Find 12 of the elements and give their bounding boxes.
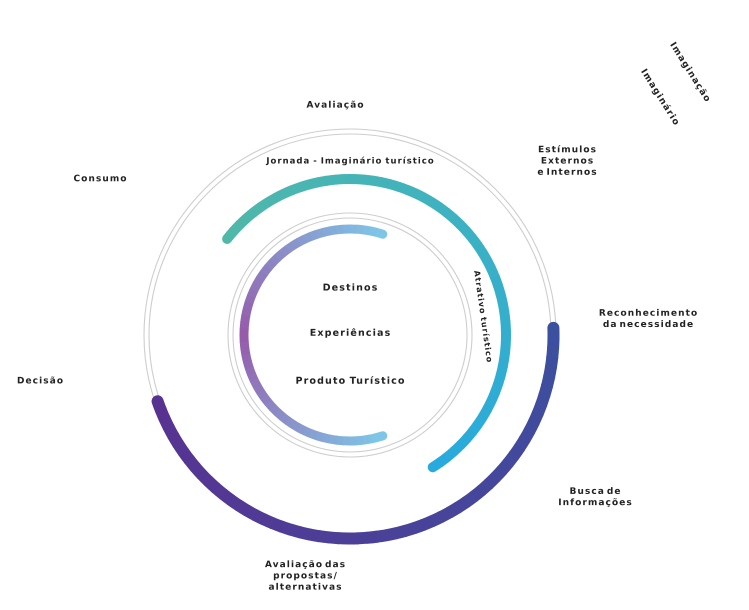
stage-label: Avaliação <box>306 100 364 110</box>
center-label: Experiências <box>310 328 390 338</box>
ring-title: Atrativo turístico <box>474 270 492 362</box>
center-label: Destinos <box>324 283 377 291</box>
stage-label: Consumo <box>74 174 126 182</box>
stage-label: Busca de Informações <box>559 487 632 507</box>
stage-label: Estímulos Externos e Internos <box>538 145 596 175</box>
stage-label: Avaliação das propostas/ alternativas <box>265 560 345 590</box>
ring-title: Jornada - Imaginário turístico <box>266 156 434 166</box>
stage-label: Decisão <box>18 376 63 384</box>
stage-label: Reconhecimento da necessidade <box>600 308 697 328</box>
center-label: Produto Turístico <box>296 376 404 384</box>
